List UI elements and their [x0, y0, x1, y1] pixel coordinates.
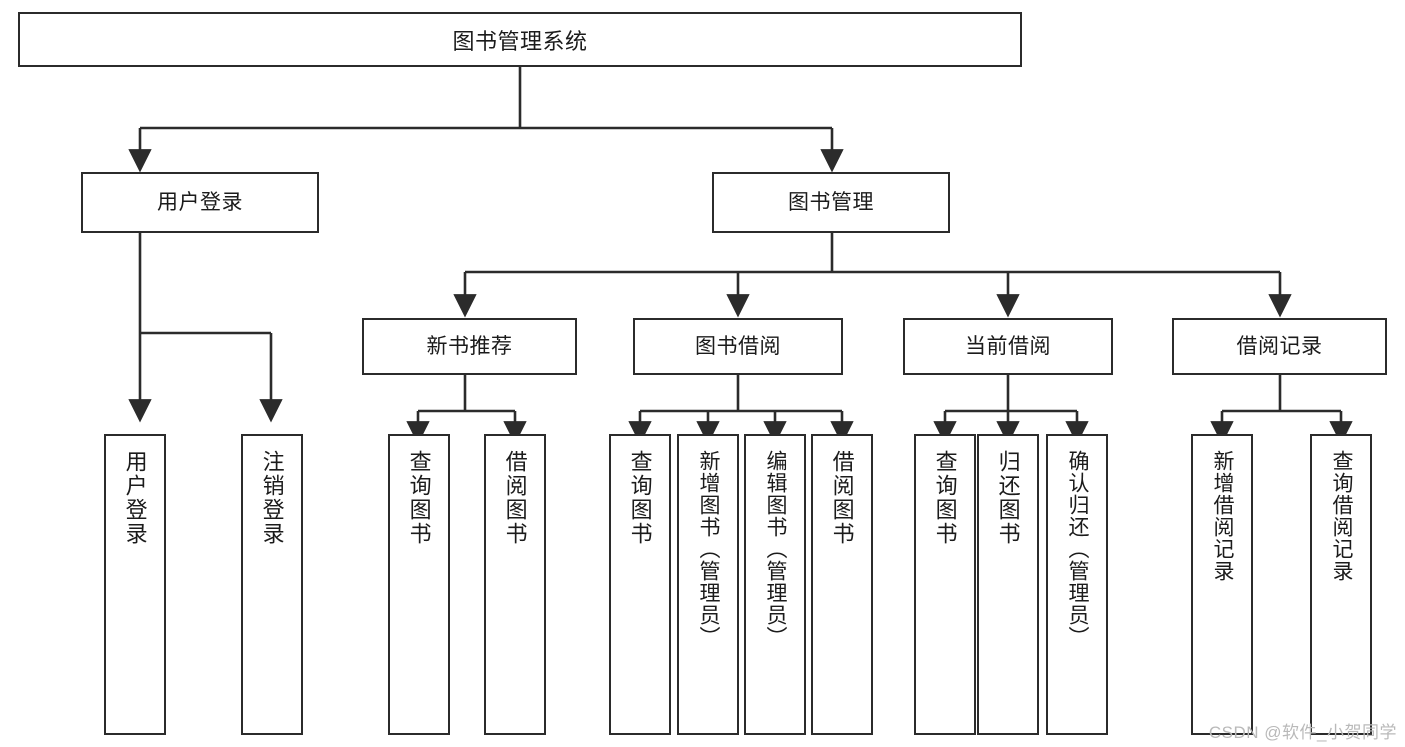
leaf-label: 查询借阅记录	[1330, 450, 1354, 582]
node-user-login[interactable]: 用户登录	[81, 172, 319, 233]
node-new-book-recommend[interactable]: 新书推荐	[362, 318, 577, 375]
leaf-book-borrow-edit[interactable]: 编辑图书（管理员）	[744, 434, 806, 735]
leaf-current-borrow-confirm-return[interactable]: 确认归还（管理员）	[1046, 434, 1108, 735]
csdn-watermark: CSDN @软件_小贺同学	[1208, 723, 1397, 742]
node-borrow-record[interactable]: 借阅记录	[1172, 318, 1387, 375]
leaf-label: 编辑图书（管理员）	[764, 450, 788, 648]
node-label: 用户登录	[157, 190, 243, 214]
leaf-user-login-login[interactable]: 用户登录	[104, 434, 166, 735]
node-book-borrow[interactable]: 图书借阅	[633, 318, 843, 375]
node-label: 图书管理系统	[452, 28, 588, 54]
leaf-label: 借阅图书	[502, 450, 528, 546]
leaf-label: 查询图书	[627, 450, 653, 546]
leaf-label: 归还图书	[995, 450, 1021, 546]
leaf-new-book-query[interactable]: 查询图书	[388, 434, 450, 735]
leaf-borrow-record-add[interactable]: 新增借阅记录	[1191, 434, 1253, 735]
leaf-label: 注销登录	[259, 450, 285, 546]
leaf-label: 新增图书（管理员）	[697, 450, 721, 648]
node-root-system[interactable]: 图书管理系统	[18, 12, 1022, 67]
node-label: 借阅记录	[1236, 334, 1323, 358]
node-current-borrow[interactable]: 当前借阅	[903, 318, 1113, 375]
node-label: 新书推荐	[426, 334, 513, 358]
node-label: 图书管理	[788, 190, 874, 214]
leaf-book-borrow-borrow[interactable]: 借阅图书	[811, 434, 873, 735]
node-book-management[interactable]: 图书管理	[712, 172, 950, 233]
leaf-label: 借阅图书	[829, 450, 855, 546]
leaf-label: 新增借阅记录	[1211, 450, 1235, 582]
node-label: 当前借阅	[965, 334, 1051, 358]
leaf-book-borrow-add[interactable]: 新增图书（管理员）	[677, 434, 739, 735]
leaf-label: 用户登录	[122, 450, 148, 546]
node-label: 图书借阅	[695, 334, 781, 358]
leaf-user-login-logout[interactable]: 注销登录	[241, 434, 303, 735]
leaf-label: 确认归还（管理员）	[1066, 450, 1090, 648]
leaf-book-borrow-query[interactable]: 查询图书	[609, 434, 671, 735]
leaf-current-borrow-query[interactable]: 查询图书	[914, 434, 976, 735]
leaf-borrow-record-query[interactable]: 查询借阅记录	[1310, 434, 1372, 735]
leaf-label: 查询图书	[932, 450, 958, 546]
leaf-current-borrow-return[interactable]: 归还图书	[977, 434, 1039, 735]
leaf-label: 查询图书	[406, 450, 432, 546]
leaf-new-book-borrow[interactable]: 借阅图书	[484, 434, 546, 735]
